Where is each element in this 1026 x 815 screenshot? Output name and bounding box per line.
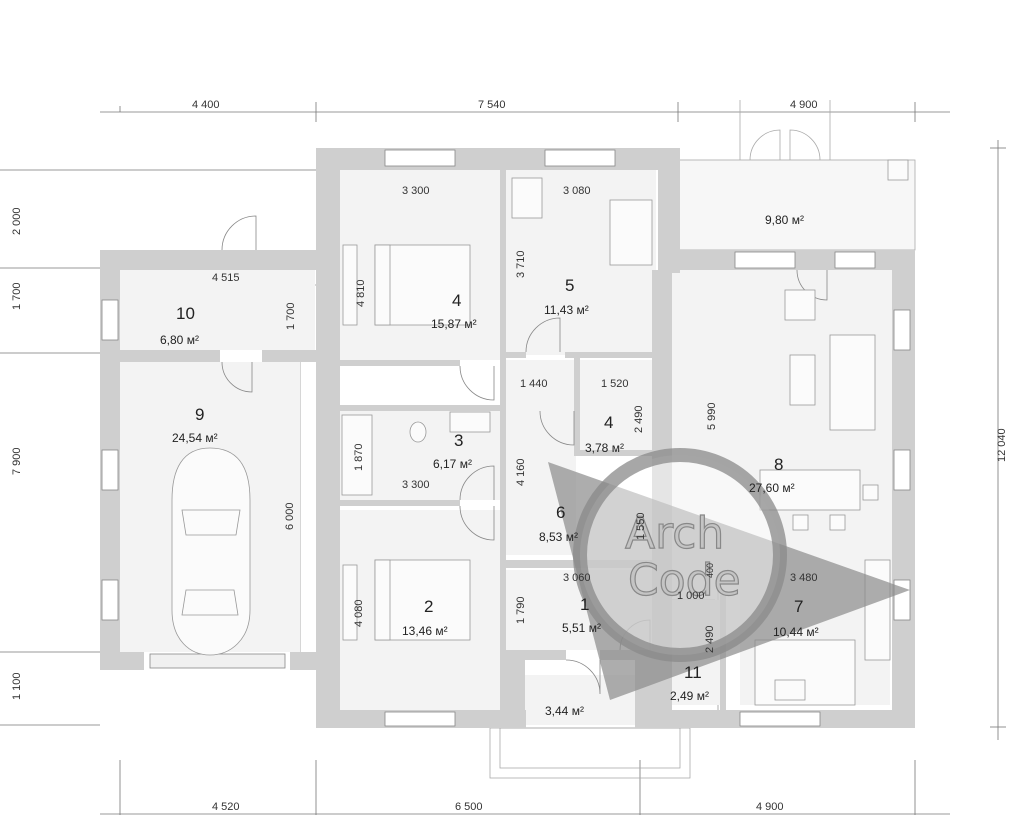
dim-room4b-height: 2 490 <box>633 405 645 433</box>
room-labels: 4 15,87 м² 5 11,43 м² 9,80 м² 10 6,80 м²… <box>160 213 819 718</box>
room-number: 2 <box>424 597 433 616</box>
dim-room10-width: 4 515 <box>212 272 240 284</box>
room-number: 9 <box>195 405 204 424</box>
room-number: 8 <box>774 455 783 474</box>
dim-bottom-2: 6 500 <box>455 801 483 813</box>
room-number: 1 <box>580 595 589 614</box>
room-number: 4 <box>604 413 613 432</box>
dim-left-2: 1 700 <box>11 282 23 310</box>
room-area: 27,60 м² <box>749 481 795 495</box>
room-area: 2,49 м² <box>670 689 709 703</box>
dim-room5-height: 3 710 <box>515 250 527 278</box>
dim-right-1: 12 040 <box>996 428 1008 462</box>
room-area: 5,51 м² <box>562 621 601 635</box>
dim-room8-height: 5 990 <box>706 402 718 430</box>
dim-bottom-3: 4 900 <box>756 801 784 813</box>
dim-room4-height: 4 810 <box>355 279 367 307</box>
dim-room1-height: 1 790 <box>515 596 527 624</box>
room-area: 9,80 м² <box>765 213 804 227</box>
dim-room11-height: 2 490 <box>704 625 716 653</box>
dim-room1-width: 3 060 <box>563 572 591 584</box>
logo-text-arch: Arch <box>625 508 724 559</box>
room-area: 3,44 м² <box>545 704 584 718</box>
furniture <box>171 159 909 706</box>
room-number: 10 <box>176 304 195 323</box>
dim-small-400: 400 <box>705 563 715 578</box>
dim-left-3: 7 900 <box>11 447 23 475</box>
dim-corridor-height: 4 160 <box>515 458 527 486</box>
room-area: 6,80 м² <box>160 333 199 347</box>
room-number: 5 <box>565 276 574 295</box>
dim-bottom-1: 4 520 <box>212 801 240 813</box>
room-area: 11,43 м² <box>544 303 589 317</box>
dim-room11-width: 1 000 <box>677 590 705 602</box>
dim-room2-height: 4 080 <box>353 599 365 627</box>
arch-code-logo: Arch Code <box>548 448 910 700</box>
dim-left-4: 1 100 <box>11 672 23 700</box>
room-number: 11 <box>684 663 702 682</box>
dim-left-1: 2 000 <box>11 207 23 235</box>
dim-corridor-a: 1 440 <box>520 378 548 390</box>
room-number: 3 <box>454 431 463 450</box>
dim-top-2: 7 540 <box>478 99 506 111</box>
dim-garage-height: 6 000 <box>284 502 296 530</box>
dim-room10-height: 1 700 <box>285 302 297 330</box>
logo-text-code: Code <box>628 555 741 606</box>
dim-top-1: 4 400 <box>192 99 220 111</box>
dim-room7-width: 3 480 <box>790 572 818 584</box>
dim-room5-width: 3 080 <box>563 185 591 197</box>
room-area: 15,87 м² <box>431 317 477 331</box>
room-area: 3,78 м² <box>585 441 624 455</box>
dim-room4-width: 3 300 <box>402 185 430 197</box>
dimension-labels: 4 400 7 540 4 900 4 520 6 500 4 900 2 00… <box>11 99 1008 813</box>
dim-room3-height: 1 870 <box>353 443 365 471</box>
room-number: 7 <box>794 597 803 616</box>
room-area: 10,44 м² <box>773 625 819 639</box>
dim-top-3: 4 900 <box>790 99 818 111</box>
room-number: 4 <box>452 291 461 310</box>
dim-room4b-width: 1 520 <box>601 378 629 390</box>
room-area: 24,54 м² <box>172 431 218 445</box>
room-area: 13,46 м² <box>402 624 448 638</box>
dim-room6-side: 1 550 <box>635 512 647 540</box>
dim-room3-width: 3 300 <box>402 479 430 491</box>
room-area: 6,17 м² <box>433 457 472 471</box>
room-area: 8,53 м² <box>539 530 578 544</box>
room-number: 6 <box>556 503 565 522</box>
windows <box>101 149 911 727</box>
